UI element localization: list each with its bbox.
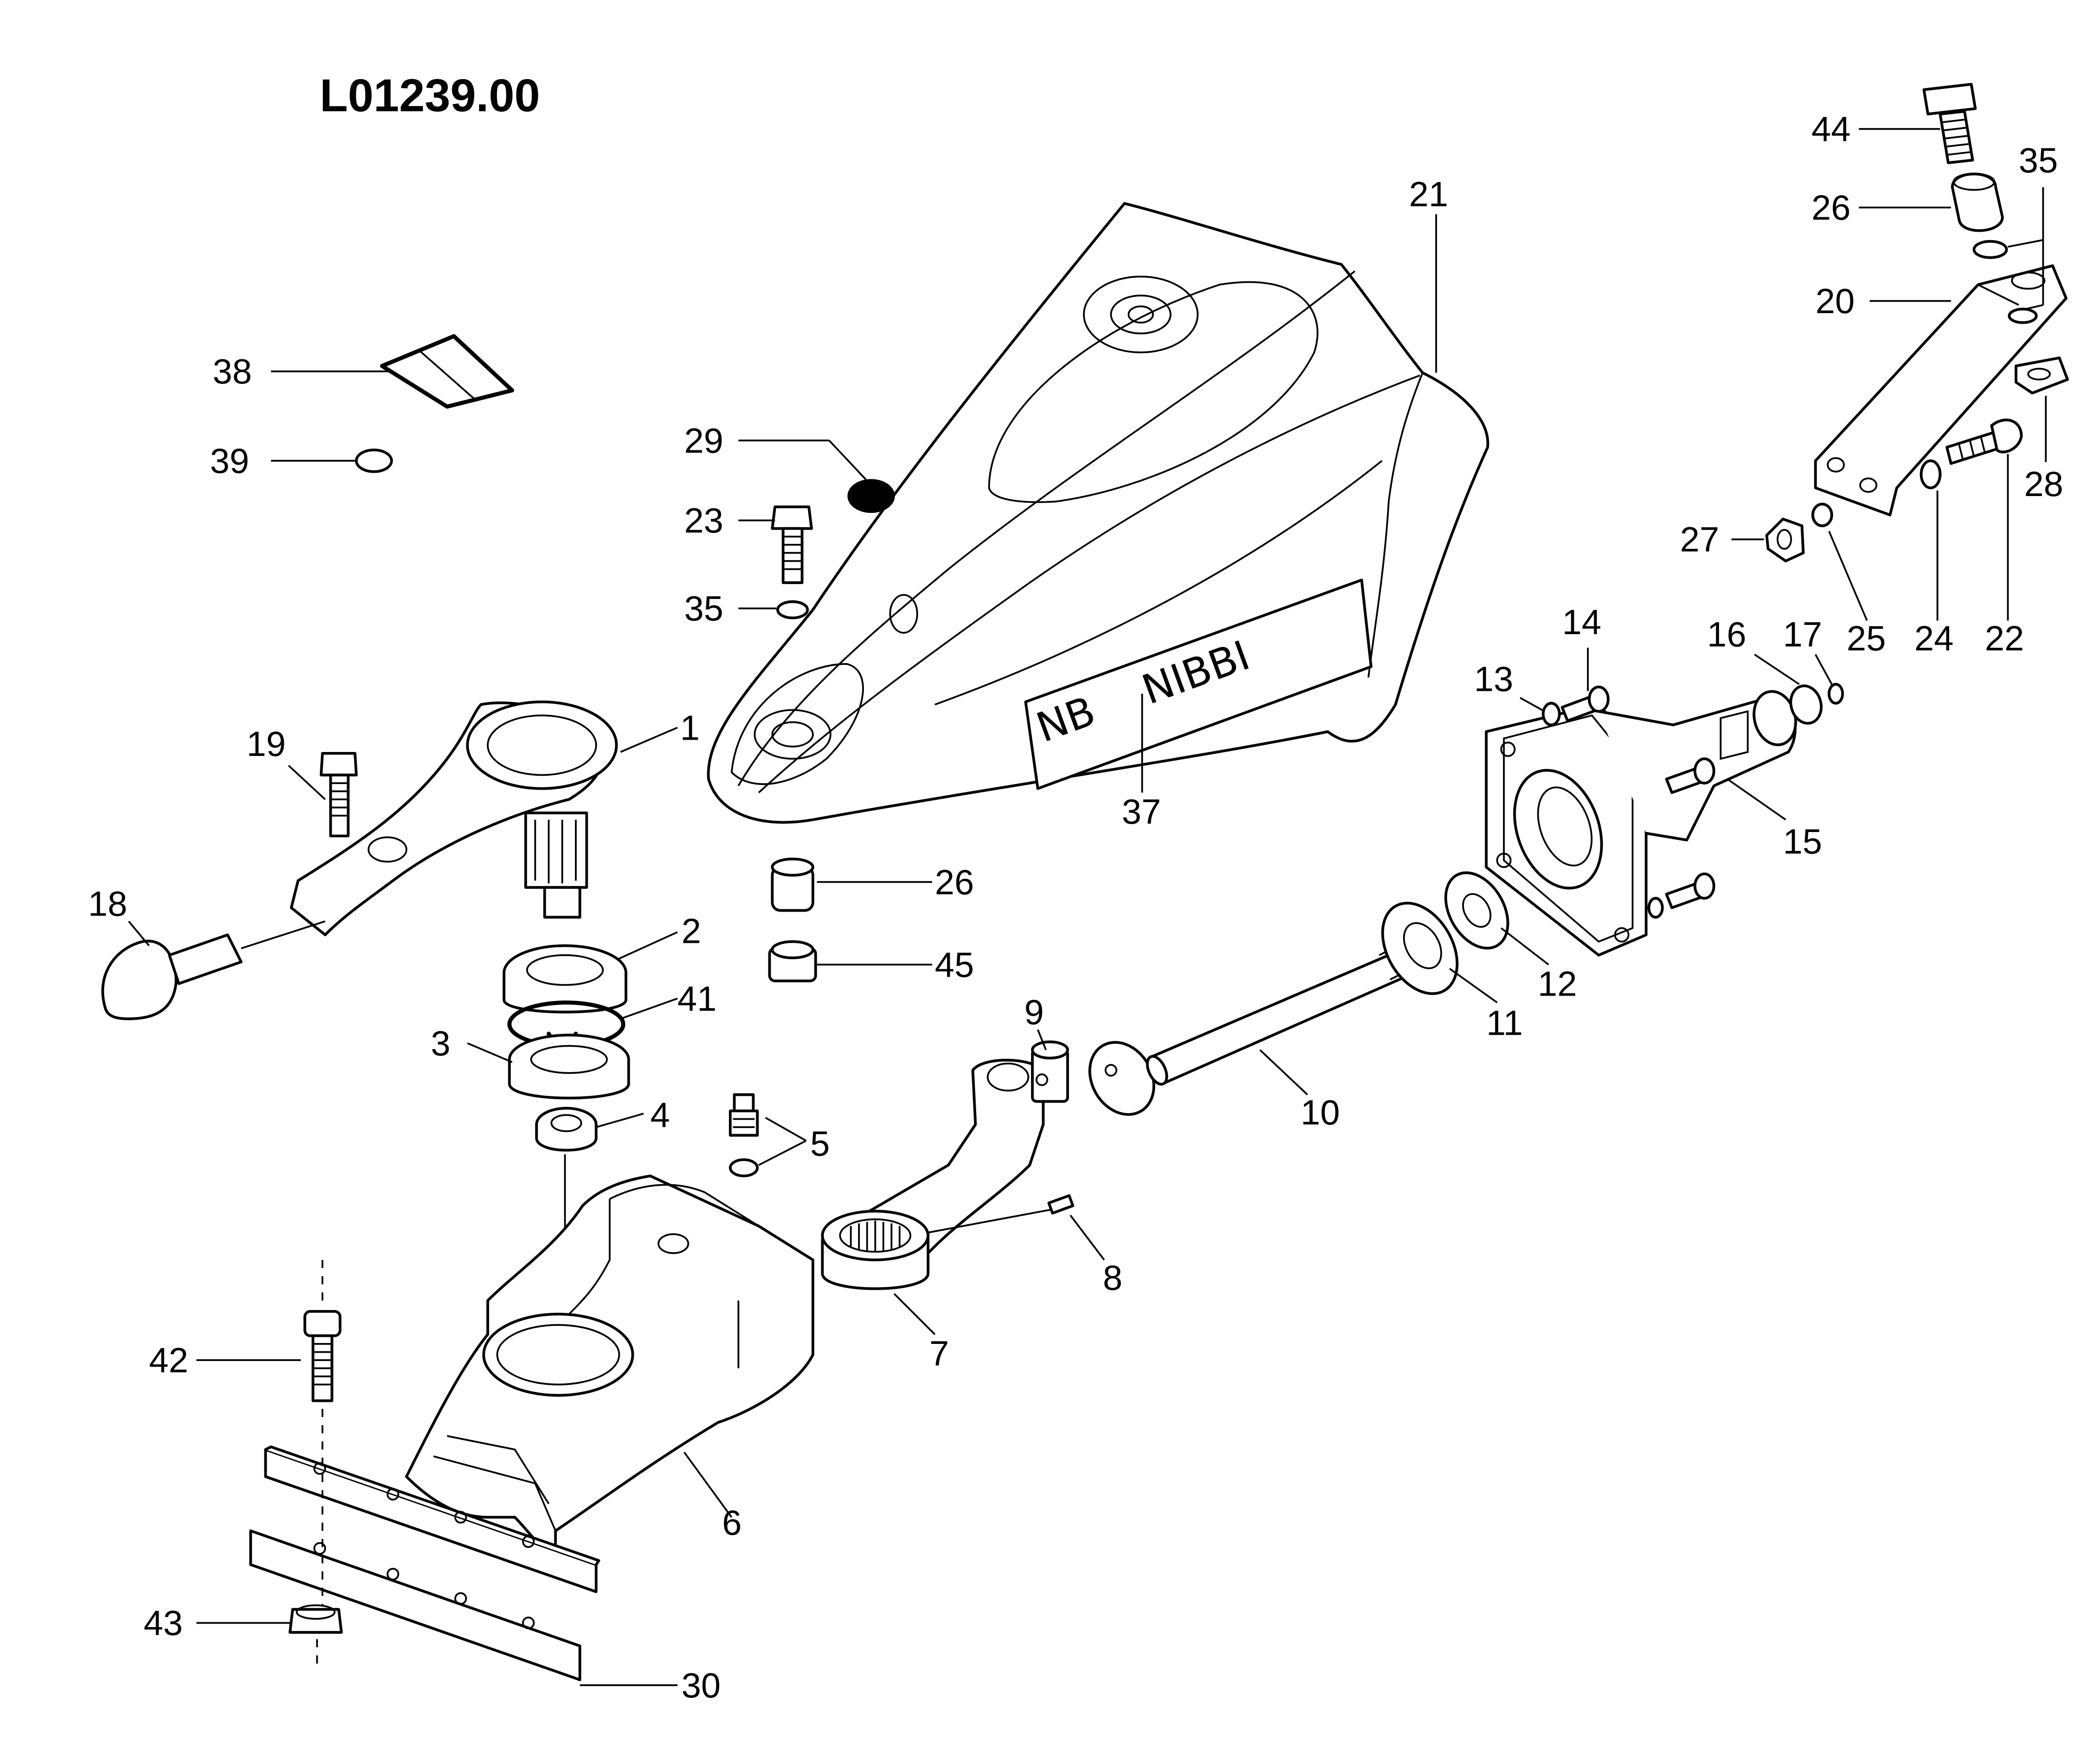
part-12-seal xyxy=(1444,871,1509,950)
label-29: 29 xyxy=(684,421,723,460)
part-30-plate-lower xyxy=(249,1529,582,1681)
part-8-screw xyxy=(1047,1194,1075,1215)
label-26: 26 xyxy=(935,862,974,902)
label-28: 28 xyxy=(2024,464,2063,504)
part-28-nut xyxy=(2014,356,2069,394)
label-16: 16 xyxy=(1707,615,1746,654)
label-39: 39 xyxy=(210,442,249,481)
part-11-bearing xyxy=(1381,902,1459,995)
label-11: 11 xyxy=(1486,1004,1523,1043)
label-25: 25 xyxy=(1847,619,1886,658)
label-24: 24 xyxy=(1914,619,1954,658)
part-23-bolt xyxy=(771,505,813,584)
label-10: 10 xyxy=(1301,1093,1340,1132)
part-27-nut xyxy=(1765,518,1805,562)
label-45: 45 xyxy=(935,945,974,984)
label-23: 23 xyxy=(684,501,723,540)
label-44: 44 xyxy=(1811,109,1851,149)
part-39-ring xyxy=(355,449,393,473)
part-26-bushing-upper xyxy=(1951,172,2004,232)
label-7: 7 xyxy=(929,1334,949,1373)
part-35-washer-lower xyxy=(2008,307,2038,324)
part-35-washer xyxy=(776,600,809,620)
label-20: 20 xyxy=(1815,281,1855,321)
part-45-nut xyxy=(768,940,817,982)
label-19: 19 xyxy=(247,724,286,763)
part-6-housing xyxy=(405,1174,815,1559)
part-44-bolt xyxy=(1922,83,1977,164)
label-30: 30 xyxy=(681,1666,721,1705)
label-1: 1 xyxy=(680,708,700,747)
label-18: 18 xyxy=(88,884,127,923)
part-14-bolt-2 xyxy=(1665,757,1716,794)
part-25-washer xyxy=(1811,503,1833,527)
part-35-washer-upper xyxy=(1972,240,2008,259)
label-35: 35 xyxy=(684,589,723,628)
label-14: 14 xyxy=(1562,602,1601,642)
label-3: 3 xyxy=(431,1024,450,1063)
label-22: 22 xyxy=(1985,619,2024,658)
part-labels: 38 39 29 23 35 21 1 19 18 2 41 3 4 5 26 … xyxy=(88,109,2063,1705)
label-4: 4 xyxy=(650,1095,670,1135)
label-35-upper: 35 xyxy=(2019,141,2058,180)
label-41: 41 xyxy=(677,979,717,1018)
label-17: 17 xyxy=(1783,615,1822,654)
part-18-knob xyxy=(101,920,326,1020)
label-43: 43 xyxy=(143,1603,183,1642)
part-26-bushing xyxy=(771,858,815,912)
label-6: 6 xyxy=(722,1503,742,1542)
part-16-seal xyxy=(1789,684,1823,725)
part-24-washer xyxy=(1920,459,1942,489)
part-1-arm xyxy=(290,700,618,936)
part-17-ring xyxy=(1827,683,1844,705)
part-19-bolt xyxy=(319,752,358,838)
part-13-washer-2 xyxy=(1647,897,1664,919)
part-4-seal xyxy=(535,1106,598,1152)
part-38-decal xyxy=(380,334,514,409)
drawing-number: L01239.00 xyxy=(320,70,540,121)
leader-lines xyxy=(128,128,2047,1686)
part-5-grease-nipple xyxy=(729,1093,759,1178)
label-12: 12 xyxy=(1538,964,1577,1003)
part-42-bolt xyxy=(303,1310,342,1402)
label-13: 13 xyxy=(1474,659,1513,698)
label-8: 8 xyxy=(1103,1258,1123,1297)
label-37: 37 xyxy=(1122,792,1161,831)
label-21: 21 xyxy=(1409,175,1448,214)
part-22-bolt xyxy=(1945,418,2023,465)
part-15-flange-housing xyxy=(1485,690,1797,957)
part-43-nut xyxy=(289,1604,343,1634)
part-9-pin-block xyxy=(1031,1040,1069,1103)
label-2: 2 xyxy=(681,911,701,950)
part-30-plate-upper xyxy=(264,1445,600,1593)
part-29-plug xyxy=(847,479,895,513)
part-2-ring xyxy=(502,944,628,1014)
label-27: 27 xyxy=(1680,520,1719,559)
part-14-bolt xyxy=(1561,686,1610,723)
part-13-washer xyxy=(1542,702,1561,726)
label-42: 42 xyxy=(149,1341,188,1380)
label-26-upper: 26 xyxy=(1811,188,1851,227)
label-9: 9 xyxy=(1024,993,1044,1032)
part-7-rod xyxy=(821,1058,1045,1290)
label-15: 15 xyxy=(1783,822,1822,861)
label-38: 38 xyxy=(213,352,252,391)
label-5: 5 xyxy=(810,1124,830,1163)
part-10-shaft xyxy=(1088,944,1410,1116)
part-20-bracket xyxy=(1814,264,2068,517)
part-3-bearing xyxy=(508,1033,630,1099)
part-14-bolt-3 xyxy=(1665,872,1716,909)
